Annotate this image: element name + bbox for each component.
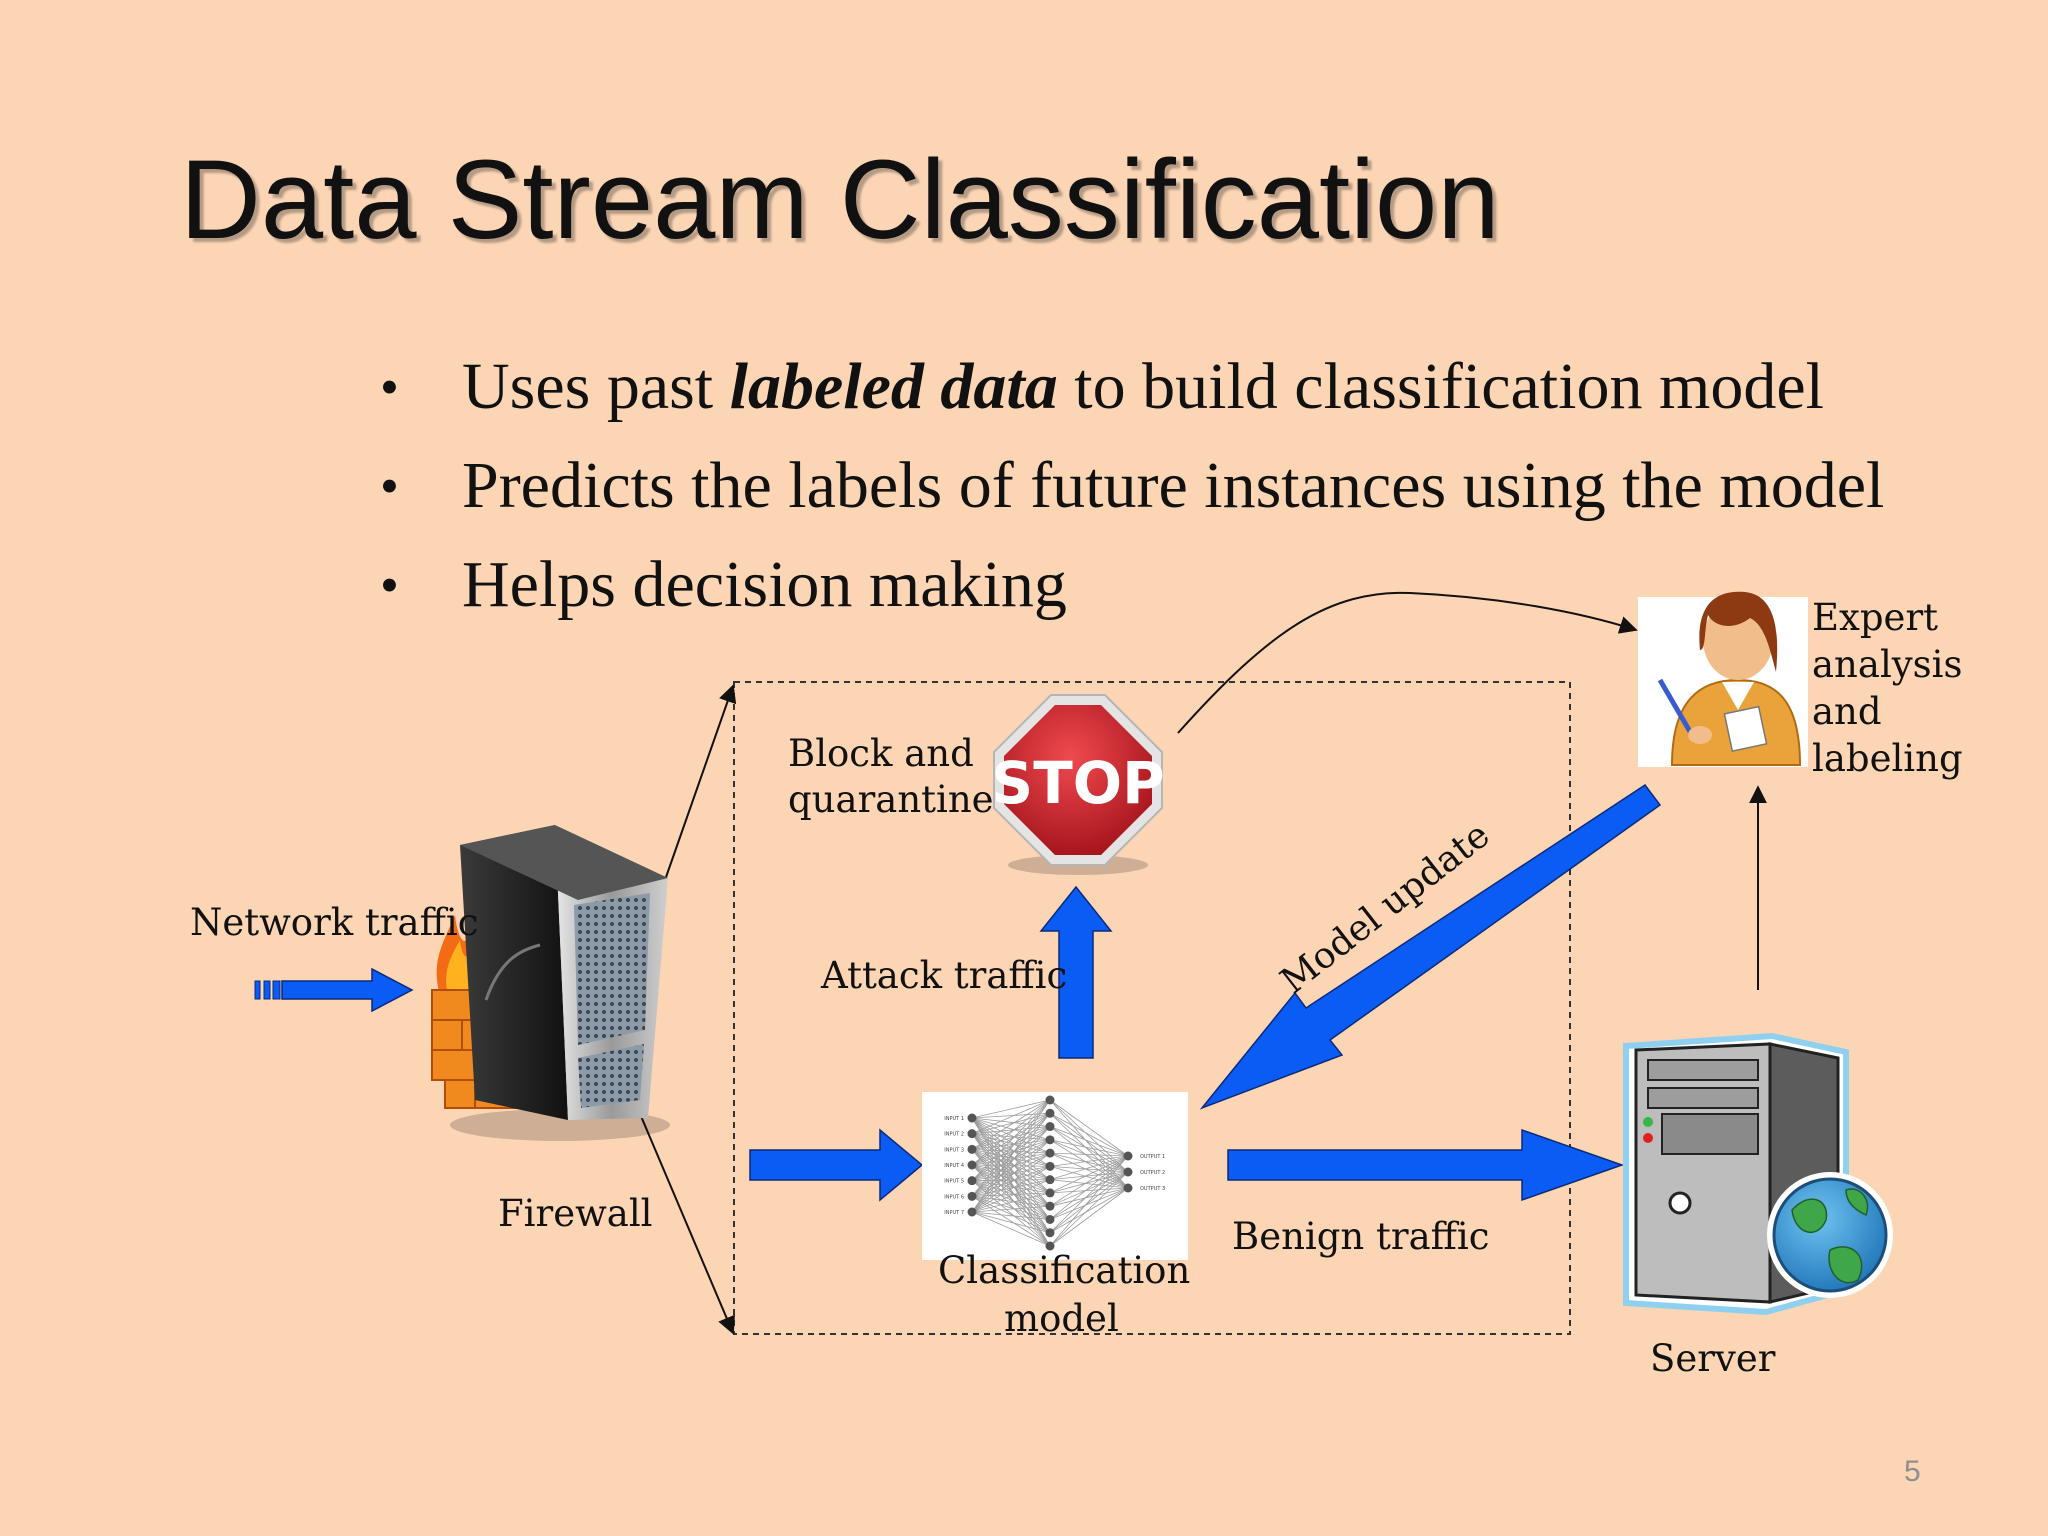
nn-input-node <box>967 1113 977 1123</box>
stop-sign-icon: STOP <box>991 694 1165 875</box>
page-number: 5 <box>1904 1455 1921 1488</box>
attack-traffic-arrow <box>1039 885 1113 1059</box>
bullet-text-after: to build classification model <box>1057 350 1824 423</box>
nn-input-label: INPUT 6 <box>944 1194 964 1200</box>
nn-input-label: INPUT 1 <box>944 1116 964 1122</box>
nn-input-node <box>967 1207 977 1217</box>
processing-box <box>733 681 1571 1335</box>
expert-label-line4: labeling <box>1812 737 1963 780</box>
nn-input-node <box>967 1129 977 1139</box>
model-update-arrow <box>1199 783 1662 1110</box>
nn-input-node <box>967 1160 977 1170</box>
server-label: Server <box>1650 1337 1776 1380</box>
nn-input-node <box>967 1144 977 1154</box>
nn-hidden-node <box>1045 1108 1055 1118</box>
bullet-item: • Predicts the labels of future instance… <box>380 444 1884 543</box>
nn-hidden-node <box>1045 1148 1055 1158</box>
block-label-line1: Block and <box>788 732 974 775</box>
nn-output-node <box>1123 1167 1133 1177</box>
firewall-label: Firewall <box>498 1192 653 1235</box>
nn-output-label: OUTPUT 2 <box>1140 1170 1165 1176</box>
firewall-server-icon <box>431 825 670 1141</box>
network-traffic-arrow <box>254 967 414 1013</box>
stop-sign-text: STOP <box>991 749 1164 817</box>
stop-to-expert-arrow <box>1177 591 1638 734</box>
benign-traffic-label: Benign traffic <box>1232 1215 1490 1258</box>
classification-label-line1: Classification <box>938 1249 1191 1292</box>
bullet-list: • Uses past labeled data to build classi… <box>380 345 1884 642</box>
nn-hidden-node <box>1045 1122 1055 1132</box>
nn-hidden-node <box>1045 1214 1055 1224</box>
nn-hidden-node <box>1045 1175 1055 1185</box>
benign-traffic-arrow <box>1227 1128 1625 1202</box>
nn-input-node <box>967 1176 977 1186</box>
nn-input-label: INPUT 2 <box>944 1132 964 1138</box>
neural-network-icon: INPUT 1 INPUT 2 INPUT 3 INPUT 4 INPUT 5 INPUT… <box>922 1092 1188 1260</box>
nn-hidden-node <box>1045 1241 1055 1251</box>
bullet-text: Predicts the labels of future instances … <box>462 449 1885 522</box>
nn-hidden-node <box>1045 1161 1055 1171</box>
nn-hidden-node <box>1045 1228 1055 1238</box>
bullet-text: Uses past <box>462 350 730 423</box>
nn-output-node <box>1123 1151 1133 1161</box>
block-label-line2: quarantine <box>788 778 994 821</box>
bullet-dot: • <box>380 555 399 615</box>
nn-hidden-node <box>1045 1201 1055 1211</box>
nn-output-node <box>1123 1183 1133 1193</box>
nn-input-label: INPUT 7 <box>944 1210 964 1216</box>
firewall-split-line-bottom <box>631 1094 735 1335</box>
nn-input-label: INPUT 4 <box>944 1163 964 1169</box>
bullet-dot: • <box>380 357 399 417</box>
bullet-dot: • <box>380 456 399 516</box>
nn-hidden-node <box>1045 1095 1055 1105</box>
bullet-emphasis: labeled data <box>729 350 1058 423</box>
nn-hidden-node <box>1045 1135 1055 1145</box>
nn-output-label: OUTPUT 3 <box>1140 1186 1165 1192</box>
expert-label-line3: and <box>1812 690 1882 733</box>
nn-input-label: INPUT 5 <box>944 1179 964 1185</box>
nn-hidden-node <box>1045 1188 1055 1198</box>
to-classifier-arrow <box>749 1128 924 1202</box>
attack-traffic-label: Attack traffic <box>821 954 1068 997</box>
expert-label-line2: analysis <box>1812 643 1963 686</box>
nn-input-label: INPUT 3 <box>944 1147 964 1153</box>
server-globe-icon <box>1623 1032 1893 1316</box>
nn-output-label: OUTPUT 1 <box>1140 1154 1165 1160</box>
bullet-item: • Uses past labeled data to build classi… <box>380 345 1884 444</box>
bullet-text: Helps decision making <box>462 548 1067 621</box>
bullet-item: • Helps decision making <box>380 543 1884 642</box>
expert-label-line1: Expert <box>1812 596 1939 639</box>
nn-input-node <box>967 1191 977 1201</box>
slide-title: Data Stream Classification <box>180 137 1500 262</box>
expert-person-icon <box>1638 591 1808 767</box>
network-traffic-label: Network traffic <box>190 901 479 944</box>
classification-label-line2: model <box>1004 1297 1119 1340</box>
firewall-split-line-top <box>664 684 737 881</box>
